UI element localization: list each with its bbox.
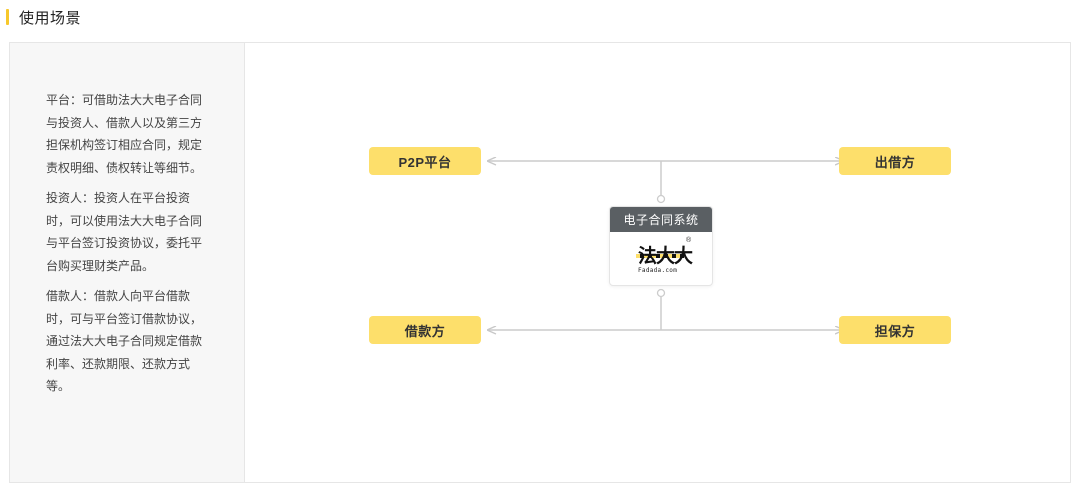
- node-p2p-platform: P2P平台: [369, 147, 481, 175]
- bottom-junction-dot: [656, 288, 666, 298]
- description-column: 平台：可借助法大大电子合同与投资人、借款人以及第三方担保机构签订相应合同，规定责…: [10, 43, 245, 482]
- node-borrower: 借款方: [369, 316, 481, 344]
- logo-domain: Fadada.com: [638, 267, 678, 274]
- top-junction-dot: [656, 194, 666, 204]
- contract-system-title: 电子合同系统: [610, 207, 712, 232]
- section-title: 使用场景: [19, 9, 82, 27]
- node-guarantor: 担保方: [839, 316, 951, 344]
- connector-lines: [245, 43, 1070, 482]
- fadada-logo: 法大大 ® Fadada.com: [610, 232, 712, 285]
- description-list: 平台：可借助法大大电子合同与投资人、借款人以及第三方担保机构签订相应合同，规定责…: [46, 89, 206, 406]
- node-lender: 出借方: [839, 147, 951, 175]
- logo-wordmark: 法大大: [638, 245, 693, 267]
- registered-mark: ®: [686, 237, 692, 244]
- relationship-diagram: P2P平台 出借方 借款方 担保方 电子合同系统 法大大 ® Fadada.co…: [245, 43, 1070, 482]
- description-borrower: 借款人：借款人向平台借款时，可与平台签订借款协议，通过法大大电子合同规定借款利率…: [46, 289, 203, 393]
- logo-stripe: [636, 254, 684, 258]
- contract-system-card: 电子合同系统 法大大 ® Fadada.com: [609, 206, 713, 286]
- title-accent-bar: [6, 9, 9, 25]
- description-platform: 平台：可借助法大大电子合同与投资人、借款人以及第三方担保机构签订相应合同，规定责…: [46, 93, 203, 175]
- scenario-panel: 平台：可借助法大大电子合同与投资人、借款人以及第三方担保机构签订相应合同，规定责…: [9, 42, 1071, 483]
- section-header: 使用场景: [6, 8, 82, 27]
- description-investor: 投资人：投资人在平台投资时，可以使用法大大电子合同与平台签订投资协议，委托平台购…: [46, 191, 203, 273]
